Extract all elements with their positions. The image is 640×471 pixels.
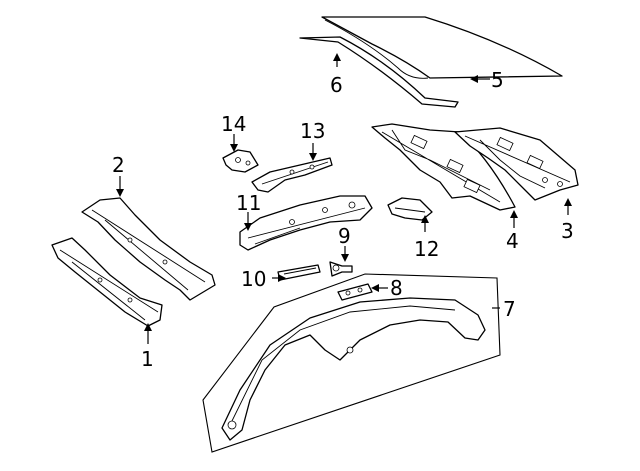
part-5-roof-panel[interactable] bbox=[321, 16, 563, 79]
callout-6: 6 bbox=[330, 73, 343, 97]
callout-12: 12 bbox=[414, 237, 439, 261]
leader-lines bbox=[116, 53, 572, 344]
part-12-bracket[interactable] bbox=[387, 197, 433, 221]
callout-4: 4 bbox=[506, 229, 519, 253]
part-7-wheelhouse-assembly[interactable] bbox=[202, 273, 501, 453]
callout-3: 3 bbox=[561, 219, 574, 243]
part-3-rear-shelf[interactable] bbox=[454, 127, 579, 201]
callout-8: 8 bbox=[390, 276, 403, 300]
callout-14: 14 bbox=[221, 112, 246, 136]
part-2-upper-crossmember[interactable] bbox=[81, 197, 216, 301]
callout-10: 10 bbox=[241, 267, 266, 291]
part-1-lower-crossmember[interactable] bbox=[51, 237, 163, 327]
part-11-rail[interactable] bbox=[239, 195, 373, 251]
callout-5: 5 bbox=[491, 68, 504, 92]
callout-7: 7 bbox=[503, 297, 516, 321]
part-9-fastener[interactable] bbox=[329, 261, 353, 277]
callout-13: 13 bbox=[300, 119, 325, 143]
callout-11: 11 bbox=[236, 191, 261, 215]
part-6-roof-seal[interactable] bbox=[299, 36, 459, 108]
callout-2: 2 bbox=[112, 153, 125, 177]
callout-9: 9 bbox=[338, 224, 351, 248]
part-13-upper-rail[interactable] bbox=[251, 157, 333, 193]
part-8-clip[interactable] bbox=[337, 283, 373, 301]
callout-labels: 1 2 3 4 5 6 7 8 9 10 11 12 13 14 bbox=[112, 68, 574, 371]
callout-1: 1 bbox=[141, 347, 154, 371]
part-14-bracket[interactable] bbox=[222, 149, 259, 173]
